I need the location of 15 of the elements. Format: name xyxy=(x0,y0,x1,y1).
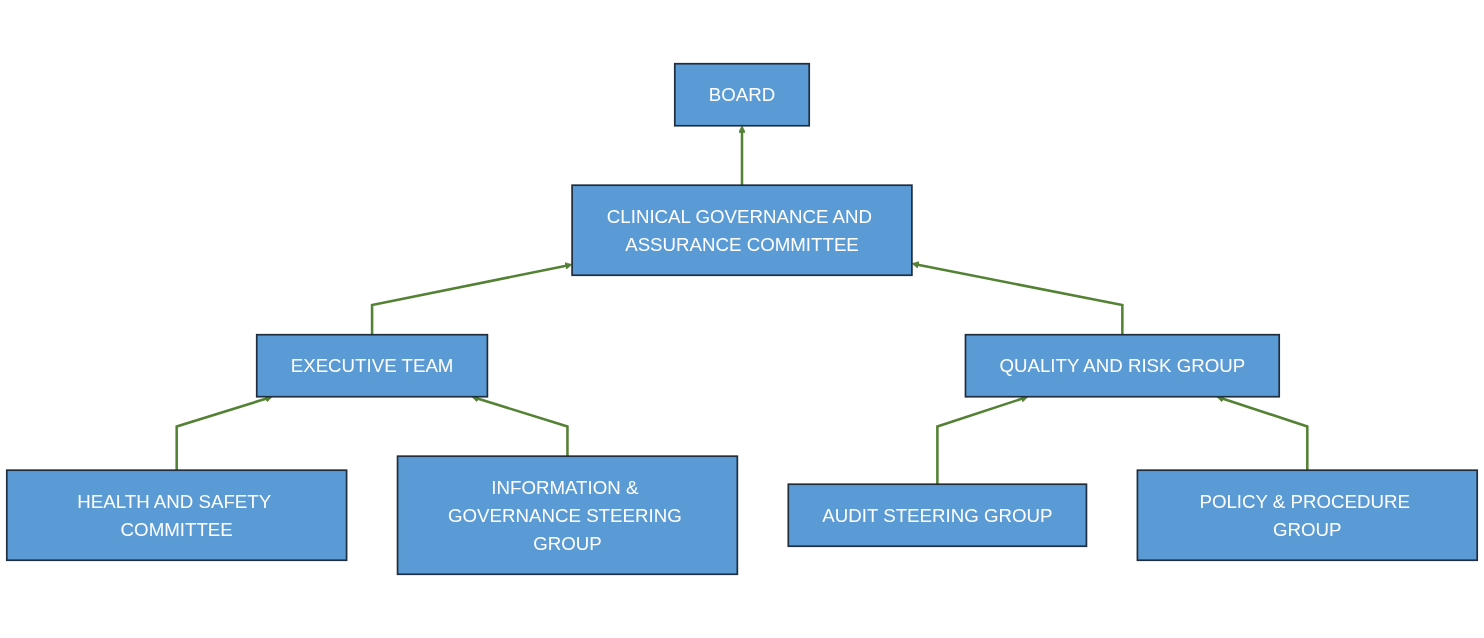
arrow xyxy=(471,395,569,457)
node-box: BOARD xyxy=(673,62,811,127)
node-box: QUALITY AND RISK GROUP xyxy=(964,333,1281,398)
node-box: EXECUTIVE TEAM xyxy=(255,333,489,398)
arrow xyxy=(175,395,273,471)
node-box: POLICY & PROCEDURE GROUP xyxy=(1136,469,1479,562)
node-box: INFORMATION & GOVERNANCE STEERING GROUP xyxy=(396,455,739,576)
arrow xyxy=(370,262,573,335)
node-box: HEALTH AND SAFETY COMMITTEE xyxy=(5,469,348,562)
arrow xyxy=(1216,395,1309,471)
arrow xyxy=(738,125,746,186)
node-box: AUDIT STEERING GROUP xyxy=(787,483,1088,548)
arrow xyxy=(911,261,1124,335)
arrow xyxy=(936,395,1029,485)
node-box: CLINICAL GOVERNANCE AND ASSURANCE COMMITTEE xyxy=(571,184,913,277)
